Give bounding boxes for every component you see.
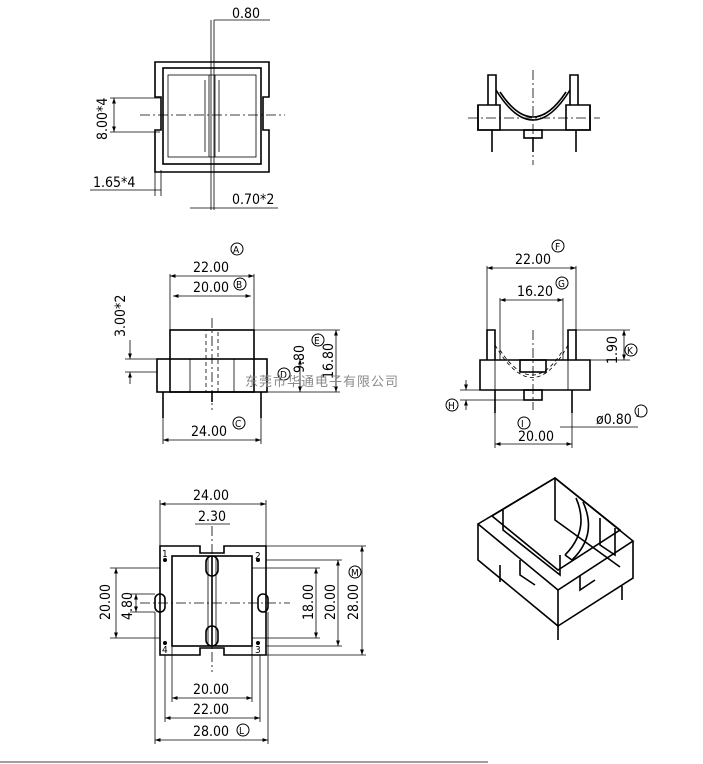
bottom-view: 1 2 3 4 24.00 2.30 20.00 4.80 18.00 20.0…	[98, 488, 366, 744]
dim-front-16: 16.80	[321, 343, 337, 379]
callout-e: E	[314, 336, 320, 347]
dim-bottom-24: 24.00	[193, 488, 229, 504]
watermark: 东莞市华通电子有限公司	[245, 374, 399, 390]
pin-number-3: 3	[255, 645, 261, 656]
front-view: 22.00 A 20.00 B 3.00*2 16.80 E 9.80 D 24…	[113, 242, 340, 444]
callout-m: M	[351, 568, 359, 579]
dim-side-1-9: 1.90	[605, 336, 621, 364]
dim-pin-thickness: 0.70*2	[232, 192, 274, 208]
dim-bottom-18: 18.00	[301, 584, 317, 620]
dim-side-20: 20.00	[518, 429, 554, 445]
dim-bottom-28: 28.00	[193, 724, 229, 740]
pin-number-1: 1	[162, 549, 168, 560]
pin-number-4: 4	[162, 645, 168, 656]
dim-bottom-4-8: 4.80	[120, 592, 136, 620]
callout-a: A	[233, 245, 240, 256]
dim-slot-width: 0.80	[232, 6, 260, 22]
dim-bottom-2-3: 2.30	[198, 509, 226, 525]
callout-k: K	[627, 346, 634, 357]
dim-front-3: 3.00*2	[113, 295, 129, 337]
callout-f: F	[555, 242, 560, 253]
dim-pin-offset: 1.65*4	[93, 175, 135, 191]
callout-i: I	[521, 419, 524, 430]
dim-bottom-20: 20.00	[193, 682, 229, 698]
callout-d: D	[280, 370, 287, 381]
dim-side-16: 16.20	[517, 284, 553, 300]
dim-bottom-22: 22.00	[193, 702, 229, 718]
dim-pin-height: 8.00*4	[95, 98, 111, 140]
side-view: 22.00 F 16.20 G 1.90 K H ø0.80 J 20.00	[445, 239, 648, 448]
section-view	[468, 70, 600, 165]
dim-front-24: 24.00	[191, 424, 227, 440]
dim-bottom-right-20: 20.00	[323, 584, 339, 620]
dim-bottom-right-28: 28.00	[346, 584, 362, 620]
callout-b: B	[236, 280, 242, 291]
pin-number-2: 2	[255, 551, 261, 562]
dim-bottom-left-20: 20.00	[98, 584, 114, 620]
callout-g: G	[558, 279, 565, 290]
dim-front-9: 9.80	[292, 345, 308, 373]
callout-c: C	[235, 419, 241, 430]
dim-front-20: 20.00	[193, 280, 229, 296]
dim-side-22: 22.00	[515, 252, 551, 268]
callout-l: L	[239, 726, 244, 737]
top-view: 0.80 8.00*4 1.65*4 0.70*2	[90, 6, 285, 210]
callout-h: H	[448, 401, 455, 412]
callout-j: J	[636, 407, 640, 418]
dim-side-dia: ø0.80	[596, 412, 632, 428]
isometric-view	[476, 477, 635, 640]
dim-front-22: 22.00	[193, 260, 229, 276]
